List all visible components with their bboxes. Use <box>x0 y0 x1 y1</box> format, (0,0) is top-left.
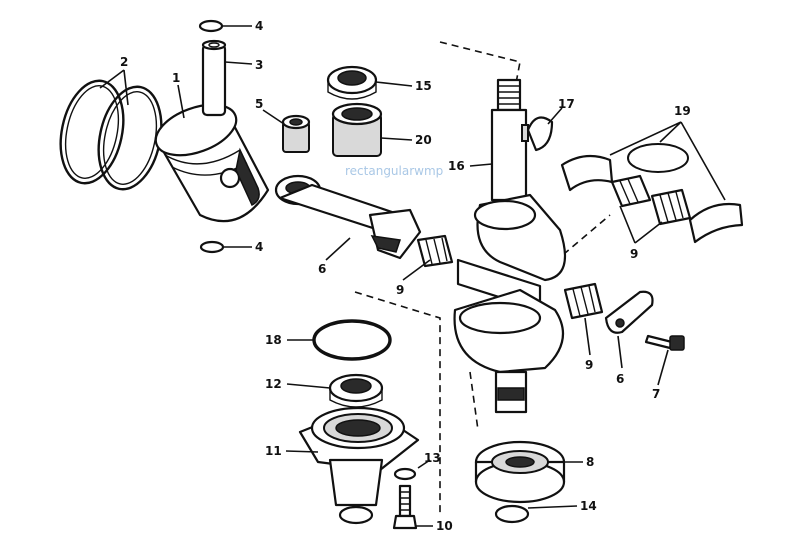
callout-9-rod: 9 <box>396 283 404 297</box>
ball-bearing <box>474 440 566 504</box>
lower-retaining-ring <box>494 504 530 524</box>
callout-11: 11 <box>265 444 282 458</box>
callout-20: 20 <box>415 133 432 147</box>
thrust-washers <box>560 143 744 244</box>
callout-13: 13 <box>424 451 441 465</box>
rod-bearing-upper <box>416 234 454 268</box>
callout-8: 8 <box>586 455 594 469</box>
leader-lines <box>99 25 726 527</box>
callout-3: 3 <box>255 58 263 72</box>
small-end-needle-bearing <box>281 114 311 153</box>
watermark-text: rectangularwmp <box>345 164 443 178</box>
callout-18: 18 <box>265 333 282 347</box>
callout-9-lower: 9 <box>585 358 593 372</box>
callout-7: 7 <box>652 387 660 401</box>
housing-screw <box>392 484 418 530</box>
crank-bearing-pair <box>610 174 692 226</box>
callout-6-cap: 6 <box>616 372 624 386</box>
callout-5: 5 <box>255 97 263 111</box>
callout-4-bottom: 4 <box>255 240 263 254</box>
piston-rings <box>59 79 163 191</box>
callout-16: 16 <box>448 159 465 173</box>
retaining-ring-bottom <box>199 240 225 254</box>
callout-9-upper: 9 <box>630 247 638 261</box>
lower-bearing-housing <box>298 406 420 525</box>
connecting-rod <box>274 174 422 260</box>
upper-needle-bearing <box>331 102 383 157</box>
callout-4-top: 4 <box>255 19 263 33</box>
callout-19: 19 <box>674 104 691 118</box>
callout-1: 1 <box>172 71 180 85</box>
callout-6-rod: 6 <box>318 262 326 276</box>
crankshaft <box>453 78 567 414</box>
rod-cap-screw <box>644 334 685 351</box>
o-ring <box>312 319 392 361</box>
upper-seal <box>326 65 378 100</box>
lock-washer <box>393 467 417 481</box>
callout-14: 14 <box>580 499 597 513</box>
lower-seal <box>328 373 384 408</box>
wrist-pin <box>201 39 227 117</box>
woodruff-key <box>526 116 554 152</box>
callout-12: 12 <box>265 377 282 391</box>
crank-bearing-lower <box>563 282 604 320</box>
rod-cap <box>604 290 654 334</box>
retaining-ring-top <box>198 19 224 33</box>
callout-17: 17 <box>558 97 575 111</box>
callout-10: 10 <box>436 519 453 533</box>
callout-2: 2 <box>120 55 128 69</box>
callout-15: 15 <box>415 79 432 93</box>
piston <box>154 103 270 223</box>
